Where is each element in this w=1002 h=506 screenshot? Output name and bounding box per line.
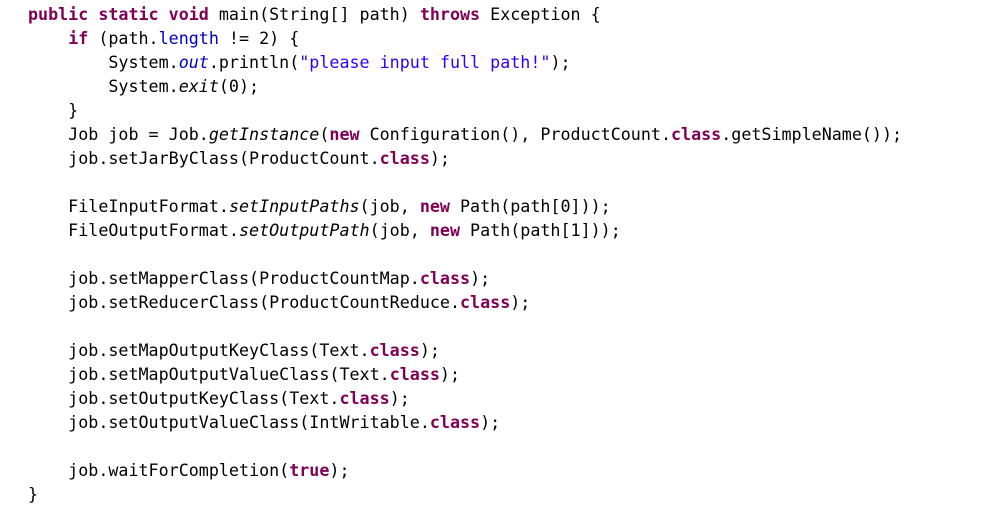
code-text: job.setMapperClass(ProductCountMap. xyxy=(28,268,420,288)
code-text: ); xyxy=(510,292,531,312)
code-keyword: void xyxy=(168,4,209,24)
code-text: ); xyxy=(419,340,440,360)
code-text: .println( xyxy=(208,52,300,72)
code-field: out xyxy=(178,52,209,72)
code-line: public static void main(String[] path) t… xyxy=(28,2,902,26)
code-text: != 2) { xyxy=(218,28,300,48)
code-line: if (path.length != 2) { xyxy=(28,26,902,50)
code-text: job.setMapOutputValueClass(Text. xyxy=(28,364,390,384)
code-static-method: setInputPaths xyxy=(228,196,360,216)
code-line: System.out.println("please input full pa… xyxy=(28,50,902,74)
code-line: job.setMapOutputValueClass(Text.class); xyxy=(28,362,902,386)
code-keyword: true xyxy=(289,460,330,480)
code-editor[interactable]: public static void main(String[] path) t… xyxy=(28,2,902,506)
code-line: job.setOutputValueClass(IntWritable.clas… xyxy=(28,410,902,434)
code-text: FileOutputFormat. xyxy=(28,220,239,240)
code-line: job.setReducerClass(ProductCountReduce.c… xyxy=(28,290,902,314)
code-line: Job job = Job.getInstance(new Configurat… xyxy=(28,122,902,146)
code-string: "please input full path!" xyxy=(299,52,551,72)
code-static-method: getInstance xyxy=(208,124,320,144)
code-text: job.setJarByClass(ProductCount. xyxy=(28,148,380,168)
code-text: ); xyxy=(329,460,350,480)
code-text: .getSimpleName()); xyxy=(721,124,903,144)
code-keyword: class xyxy=(389,364,440,384)
code-keyword: if xyxy=(68,28,89,48)
code-text: job.setOutputKeyClass(Text. xyxy=(28,388,340,408)
code-keyword: throws xyxy=(419,4,481,24)
code-line: job.setMapperClass(ProductCountMap.class… xyxy=(28,266,902,290)
code-field: length xyxy=(158,28,219,48)
code-keyword: public xyxy=(28,4,89,24)
code-text: Path(path[1])); xyxy=(460,220,621,240)
code-text: job.waitForCompletion( xyxy=(28,460,290,480)
code-text: job.setMapOutputKeyClass(Text. xyxy=(28,340,370,360)
code-text: Job job = Job. xyxy=(28,124,209,144)
code-text: (path. xyxy=(88,28,159,48)
code-keyword: class xyxy=(379,148,430,168)
code-text: Exception { xyxy=(480,4,601,24)
code-text: (0); xyxy=(218,76,260,96)
code-text: Path(path[0])); xyxy=(449,196,611,216)
code-text: System. xyxy=(28,76,179,96)
code-static-method: setOutputPath xyxy=(238,220,370,240)
code-keyword: class xyxy=(429,412,481,432)
code-line xyxy=(28,242,902,266)
code-text xyxy=(28,28,68,48)
code-line: System.exit(0); xyxy=(28,74,902,98)
code-line: job.setOutputKeyClass(Text.class); xyxy=(28,386,902,410)
code-text: Configuration(), ProductCount. xyxy=(359,124,671,144)
code-line xyxy=(28,314,902,338)
code-keyword: class xyxy=(671,124,722,144)
code-keyword: class xyxy=(419,268,471,288)
code-line xyxy=(28,434,902,458)
code-keyword: class xyxy=(339,388,390,408)
code-text: ); xyxy=(550,52,571,72)
code-keyword: new xyxy=(329,124,360,144)
code-keyword: static xyxy=(98,4,159,24)
code-text: (job, xyxy=(369,220,430,240)
code-text: FileInputFormat. xyxy=(28,196,229,216)
code-keyword: class xyxy=(460,292,511,312)
code-text: } xyxy=(28,484,39,504)
code-text: ( xyxy=(319,124,330,144)
code-line: FileInputFormat.setInputPaths(job, new P… xyxy=(28,194,902,218)
code-static-method: exit xyxy=(178,76,219,96)
code-text: main(String[] path) xyxy=(208,4,420,24)
code-line: job.waitForCompletion(true); xyxy=(28,458,902,482)
code-keyword: new xyxy=(429,220,461,240)
code-text xyxy=(159,4,169,24)
code-line: FileOutputFormat.setOutputPath(job, new … xyxy=(28,218,902,242)
code-text xyxy=(88,4,98,24)
code-text: job.setOutputValueClass(IntWritable. xyxy=(28,412,430,432)
code-text: System. xyxy=(28,52,179,72)
code-line xyxy=(28,170,902,194)
code-text: ); xyxy=(439,364,461,384)
code-text: ); xyxy=(429,148,450,168)
code-keyword: new xyxy=(419,196,450,216)
code-keyword: class xyxy=(369,340,420,360)
code-text: (job, xyxy=(359,196,420,216)
code-text: ); xyxy=(480,412,501,432)
code-line: } xyxy=(28,98,902,122)
code-line: } xyxy=(28,482,902,506)
code-line: job.setJarByClass(ProductCount.class); xyxy=(28,146,902,170)
code-text: ); xyxy=(470,268,491,288)
code-text: ); xyxy=(389,388,410,408)
code-text: } xyxy=(28,100,79,120)
code-text: job.setReducerClass(ProductCountReduce. xyxy=(28,292,461,312)
code-line: job.setMapOutputKeyClass(Text.class); xyxy=(28,338,902,362)
